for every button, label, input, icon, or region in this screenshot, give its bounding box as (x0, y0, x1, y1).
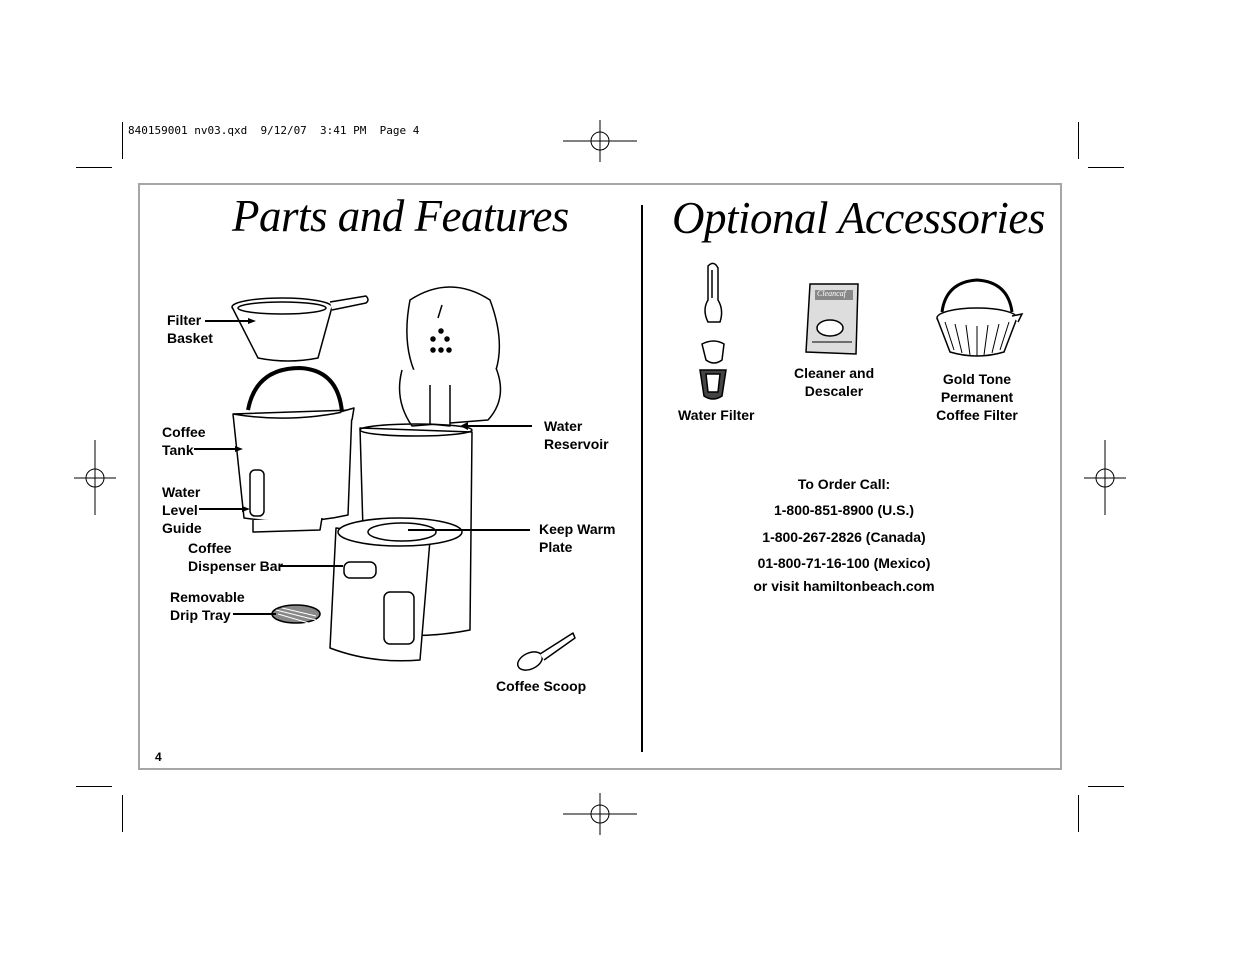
crop-mark (122, 122, 123, 159)
coffee-tank-drawing (232, 366, 355, 533)
crop-mark (76, 167, 112, 168)
label-line: Descaler (804, 383, 864, 399)
label-line: Removable (170, 589, 245, 605)
cleaner-box-brand: Cleancaf (817, 289, 846, 298)
label-removable-drip-tray: Removable Drip Tray (170, 588, 245, 624)
registration-mark-right (1084, 440, 1126, 515)
base-drawing (329, 517, 463, 662)
cleaner-box-drawing (805, 283, 859, 355)
label-coffee-scoop: Coffee Scoop (496, 678, 587, 694)
label-water-filter: Water Filter (678, 407, 755, 423)
label-coffee-tank: Coffee Tank (162, 423, 206, 459)
column-divider (641, 205, 643, 752)
label-keep-warm-plate: Keep Warm Plate (539, 520, 616, 556)
crop-mark (1078, 795, 1079, 832)
label-line: Tank (162, 442, 194, 458)
order-phone-canada[interactable]: 1-800-267-2826 (Canada) (762, 529, 926, 545)
crop-mark (1078, 122, 1079, 159)
label-line: Water (544, 418, 583, 434)
label-line: Filter (167, 312, 202, 328)
label-line: Permanent (940, 389, 1014, 405)
crop-mark (1088, 167, 1124, 168)
water-filter-drawing (699, 262, 727, 400)
label-line: Cleaner and (794, 365, 875, 381)
label-line: Coffee (162, 424, 206, 440)
printer-slug: 840159001 nv03.qxd 9/12/07 3:41 PM Page … (128, 124, 420, 137)
label-coffee-dispenser-bar: Coffee Dispenser Bar (188, 539, 283, 575)
coffee-scoop-drawing (516, 632, 576, 671)
filter-basket-drawing (231, 295, 369, 362)
label-line: Guide (162, 520, 202, 536)
registration-mark-left (74, 440, 116, 515)
label-water-level-guide: Water Level Guide (162, 483, 202, 537)
registration-mark-bottom (563, 793, 637, 835)
parts-title: Parts and Features (232, 191, 569, 241)
label-cleaner-descaler: Cleaner and Descaler (794, 364, 874, 400)
order-heading: To Order Call: (797, 476, 891, 492)
label-line: Level (162, 502, 198, 518)
label-line: Keep Warm (539, 521, 616, 537)
label-line: Coffee Filter (936, 407, 1018, 423)
label-line: Drip Tray (170, 607, 231, 623)
label-filter-basket: Filter Basket (167, 311, 213, 347)
label-line: Water (162, 484, 201, 500)
crop-mark (76, 786, 112, 787)
crop-mark (1088, 786, 1124, 787)
drip-tray-drawing (271, 604, 321, 625)
order-phone-us[interactable]: 1-800-851-8900 (U.S.) (773, 502, 915, 518)
label-line: Plate (539, 539, 573, 555)
label-water-reservoir: Water Reservoir (544, 417, 609, 453)
reservoir-lid-drawing (398, 286, 502, 427)
label-line: Gold Tone (942, 371, 1012, 387)
label-gold-tone-filter: Gold Tone Permanent Coffee Filter (930, 370, 1024, 424)
registration-mark-top (563, 120, 637, 162)
order-website-link[interactable]: or visit hamiltonbeach.com (753, 578, 935, 594)
accessories-title: Optional Accessories (672, 193, 1045, 243)
crop-mark (122, 795, 123, 832)
label-line: Reservoir (544, 436, 609, 452)
order-phone-mexico[interactable]: 01-800-71-16-100 (Mexico) (757, 555, 931, 571)
label-line: Coffee (188, 540, 232, 556)
gold-filter-drawing (936, 278, 1024, 357)
label-line: Dispenser Bar (188, 558, 283, 574)
page-frame (138, 183, 1062, 770)
label-line: Basket (167, 330, 213, 346)
page-number: 4 (155, 750, 162, 764)
